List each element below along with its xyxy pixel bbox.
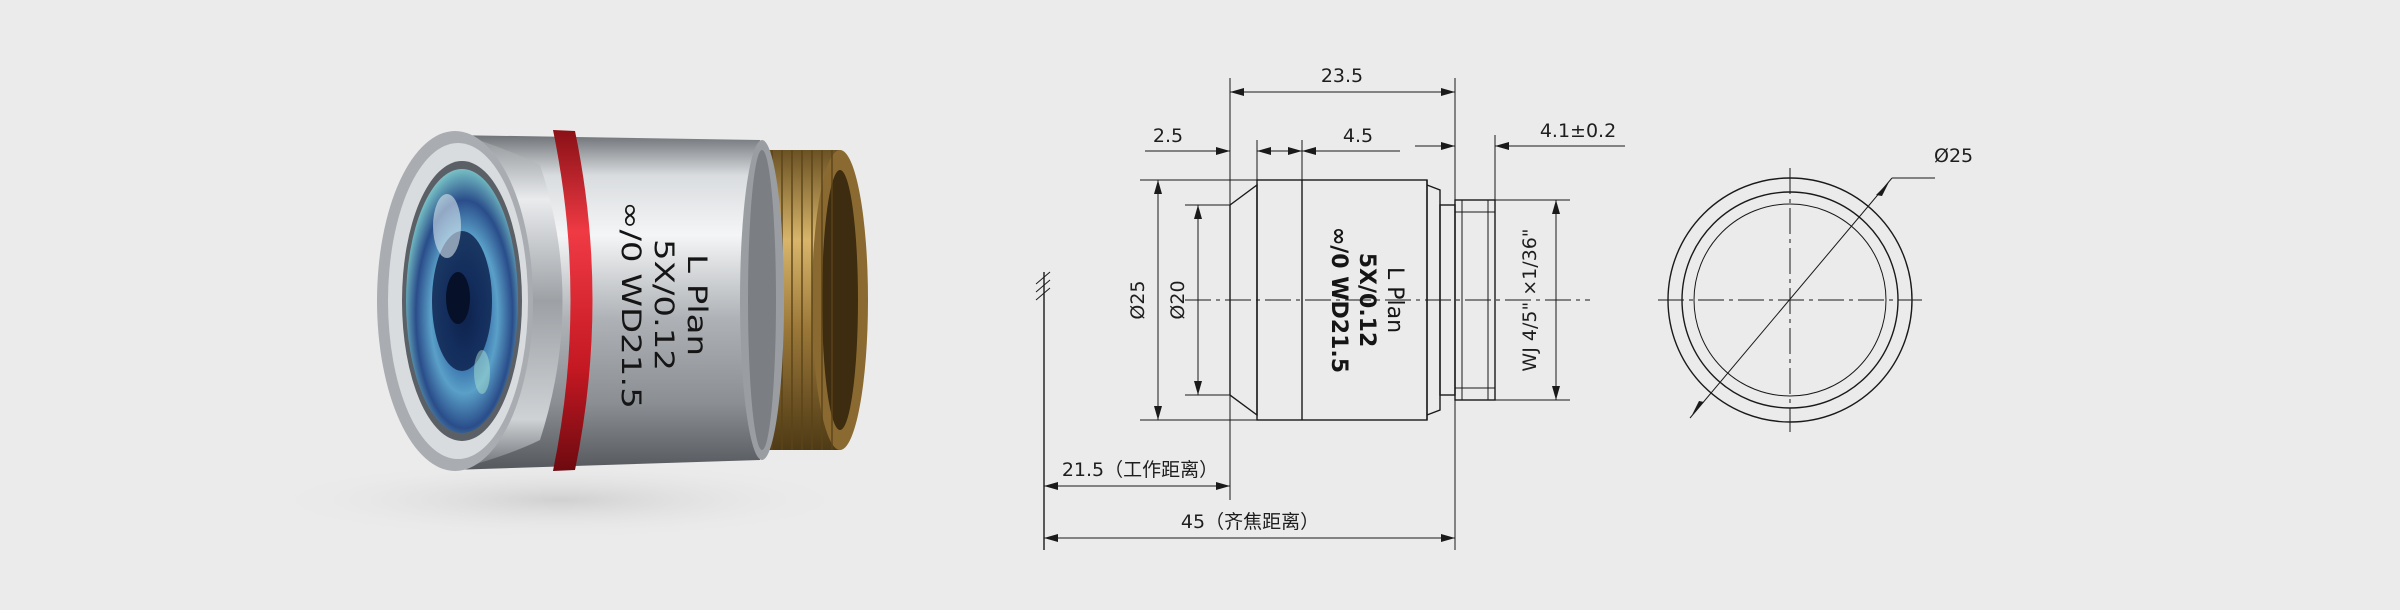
dim-inner-diameter: Ø20 <box>1167 205 1202 395</box>
dim-front-step-label: 2.5 <box>1153 125 1183 147</box>
dim-total-length: 23.5 <box>1230 65 1455 96</box>
engraving-line-3: ∞/0 WD21.5 <box>615 201 645 409</box>
drawing-engraving-line-1: L Plan <box>1382 267 1407 333</box>
dim-inner-diameter-label: Ø20 <box>1167 280 1189 319</box>
dim-thread-spec: WJ 4/5" ×1/36" <box>1519 200 1560 400</box>
dim-thread-length-label: 4.1±0.2 <box>1540 120 1616 142</box>
barrel-engraving: L Plan 5X/0.12 ∞/0 WD21.5 <box>615 201 711 409</box>
floor-shadow <box>260 460 860 540</box>
drawing-engraving-line-2: 5X/0.12 <box>1354 253 1379 348</box>
engraving-line-2: 5X/0.12 <box>648 239 678 371</box>
end-view-drawing: Ø25 <box>1658 145 1973 432</box>
drawing-engraving-line-3: ∞/0 WD21.5 <box>1326 227 1351 373</box>
dim-parfocal-distance-label: 45（齐焦距离） <box>1181 511 1319 533</box>
dim-steps: 2.5 4.5 <box>1145 125 1400 155</box>
dim-end-view-diameter-label: Ø25 <box>1934 145 1973 167</box>
dim-outer-diameter-label: Ø25 <box>1127 280 1149 319</box>
dim-end-view-diameter: Ø25 <box>1689 145 1973 419</box>
red-color-ring <box>553 130 593 471</box>
dim-working-distance-label: 21.5（工作距离） <box>1062 459 1218 481</box>
dim-parfocal-distance: 45（齐焦距离） <box>1044 511 1455 542</box>
object-plane-mark <box>1035 271 1051 550</box>
technical-drawing: L Plan 5X/0.12 ∞/0 WD21.5 23.5 <box>1035 65 1625 550</box>
engraving-line-1: L Plan <box>681 254 711 356</box>
dim-working-distance: 21.5（工作距离） <box>1044 459 1230 490</box>
dim-outer-diameter: Ø25 <box>1127 180 1162 420</box>
dim-total-length-label: 23.5 <box>1321 65 1363 87</box>
dim-body-step-label: 4.5 <box>1343 125 1373 147</box>
objective-photo: L Plan 5X/0.12 ∞/0 WD21.5 <box>260 130 868 540</box>
objective-outline <box>1229 179 1496 421</box>
dim-thread-length: 4.1±0.2 <box>1415 120 1625 150</box>
dim-thread-spec-label: WJ 4/5" ×1/36" <box>1519 228 1541 371</box>
drawing-engraving: L Plan 5X/0.12 ∞/0 WD21.5 <box>1326 227 1407 373</box>
thread-section <box>760 150 868 450</box>
